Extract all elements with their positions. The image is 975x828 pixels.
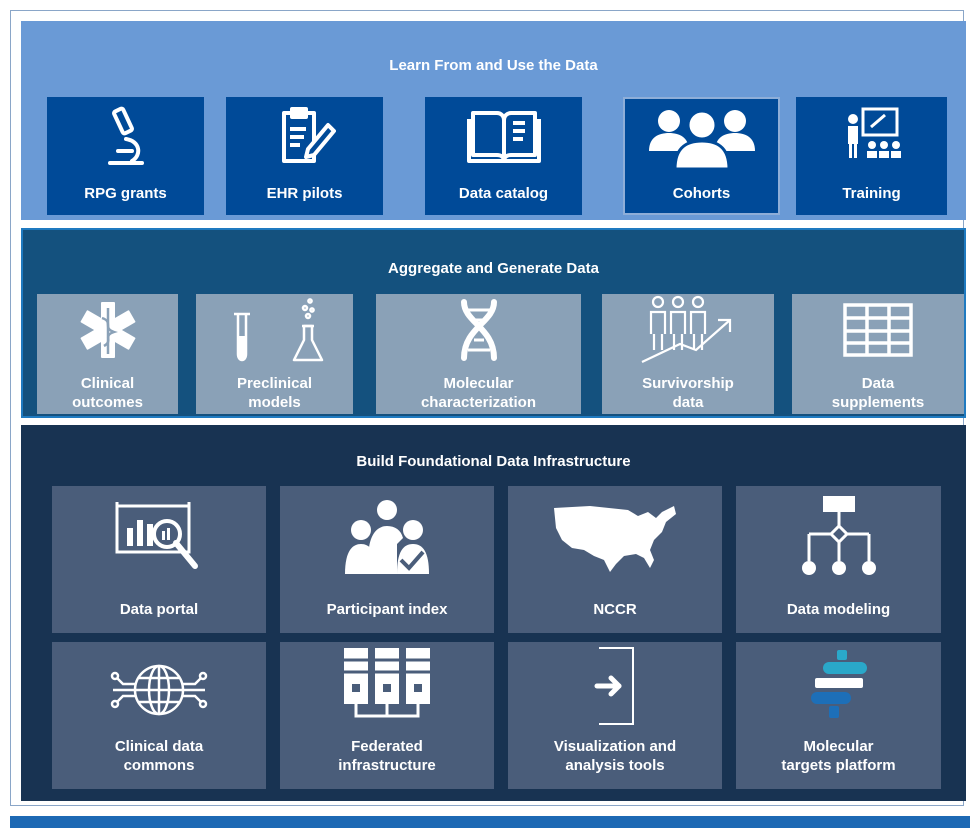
tier-learn-title: Learn From and Use the Data	[389, 57, 598, 74]
tile-clinical-outcomes: Clinical outcomes	[37, 294, 178, 414]
open-book-icon	[466, 111, 541, 163]
tile-label: Molecular characterization	[420, 375, 537, 411]
us-map-icon	[554, 506, 676, 572]
teacher-board-icon	[847, 107, 901, 158]
tile-clinical-data-commons: Clinical data commons	[52, 642, 266, 789]
accent-bar	[10, 816, 970, 828]
tile-label: Data portal	[119, 601, 199, 618]
server-racks-icon	[344, 648, 430, 718]
test-tube-flask-icon	[233, 298, 323, 362]
tile-label: Survivorship data	[642, 375, 734, 411]
globe-network-icon	[110, 664, 208, 716]
tile-label: Training	[842, 185, 901, 202]
tile-federated-infrastructure: Federated infrastructure	[280, 642, 494, 789]
participants-check-icon	[345, 500, 429, 574]
tile-label: RPG grants	[84, 185, 167, 202]
tile-label: NCCR	[593, 601, 637, 618]
tile-data-portal: Data portal	[52, 486, 266, 633]
tier-build-foundational-data-infrastructure: Build Foundational Data Infrastructure D…	[21, 425, 966, 801]
tier-aggregate-title: Aggregate and Generate Data	[388, 260, 599, 277]
tile-molecular-targets-platform: Molecular targets platform	[736, 642, 941, 789]
people-trend-arrow-icon	[641, 295, 732, 363]
tier-learn-from-and-use-the-data: Learn From and Use the Data RPG grants E…	[21, 21, 966, 220]
people-group-icon	[648, 109, 755, 171]
tile-preclinical-models: Preclinical models	[196, 294, 353, 414]
tile-data-modeling: Data modeling	[736, 486, 941, 633]
chart-magnifier-icon	[115, 502, 198, 569]
tile-label: Data supplements	[831, 375, 925, 411]
tile-molecular-characterization: Molecular characterization	[376, 294, 581, 414]
tile-rpg-grants: RPG grants	[47, 97, 204, 215]
tile-label: Federated infrastructure	[338, 738, 436, 774]
targets-platform-icon	[810, 650, 867, 718]
tile-label: Preclinical models	[236, 375, 313, 411]
tile-ehr-pilots: EHR pilots	[226, 97, 383, 215]
tile-nccr: NCCR	[508, 486, 722, 633]
tier-build-title: Build Foundational Data Infrastructure	[356, 453, 631, 470]
dna-icon	[460, 299, 497, 361]
sign-in-arrow-icon	[594, 647, 634, 725]
hierarchy-diagram-icon	[801, 496, 876, 575]
tile-label: Clinical data commons	[114, 738, 204, 774]
tile-survivorship-data: Survivorship data	[602, 294, 774, 414]
tile-data-catalog: Data catalog	[425, 97, 582, 215]
tile-label: Molecular targets platform	[781, 738, 896, 774]
tile-label: EHR pilots	[266, 185, 343, 202]
tile-training: Training	[796, 97, 947, 215]
tile-label: Data modeling	[786, 601, 891, 618]
microscope-icon	[107, 106, 144, 165]
tile-data-supplements: Data supplements	[792, 294, 964, 414]
tile-participant-index: Participant index	[280, 486, 494, 633]
table-grid-icon	[843, 303, 913, 357]
tier-aggregate-and-generate-data: Aggregate and Generate Data Clinical out…	[21, 228, 966, 418]
clipboard-pencil-icon	[281, 107, 336, 163]
star-of-life-icon	[80, 302, 135, 358]
tile-visualization-and-analysis-tools: Visualization and analysis tools	[508, 642, 722, 789]
tile-cohorts: Cohorts	[623, 97, 780, 215]
tile-label: Clinical outcomes	[72, 375, 143, 411]
tile-label: Data catalog	[458, 185, 549, 202]
tile-label: Participant index	[326, 601, 448, 618]
tile-label: Visualization and analysis tools	[553, 738, 677, 774]
tile-label: Cohorts	[672, 185, 731, 202]
